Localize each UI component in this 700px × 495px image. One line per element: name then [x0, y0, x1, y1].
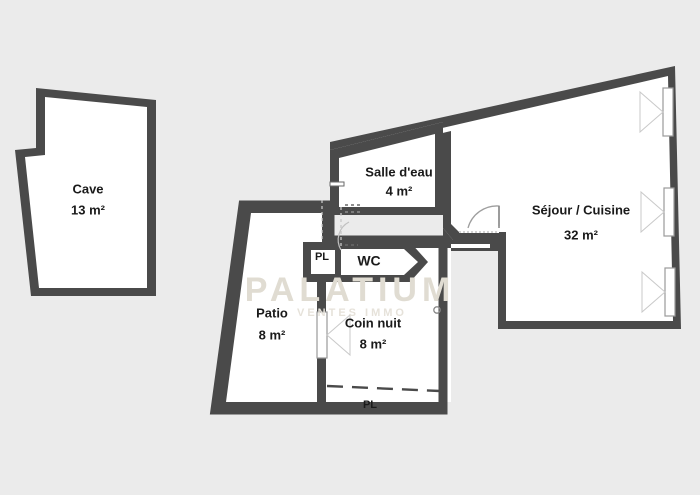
room-label-cave-area: 13 m²	[71, 202, 106, 217]
door-wc	[337, 207, 350, 251]
watermark-line1: PALATIUM	[245, 271, 456, 309]
window-sejour-3	[664, 267, 676, 317]
door-sejour-entry	[459, 205, 500, 233]
wall-patio-coinnuit	[316, 282, 351, 402]
door-sejour-opening	[459, 226, 499, 233]
room-wc	[303, 242, 428, 282]
door-sejour-swing-arc	[467, 205, 500, 229]
room-label-sejour-name: Séjour / Cuisine	[532, 202, 630, 217]
lower-block-outline	[209, 200, 448, 415]
watermark: PALATIUM VENTES IMMO	[245, 271, 456, 319]
room-label-patio-name: Patio	[256, 305, 288, 320]
pl-coin-nuit-dashed-line	[326, 384, 441, 393]
room-label-coin-nuit-name: Coin nuit	[345, 315, 402, 330]
sejour-windows	[639, 87, 676, 317]
wall-fixture-icon	[433, 306, 441, 314]
room-label-coin-nuit-area: 8 m²	[360, 336, 387, 351]
closet-label-pl-wc: PL	[315, 251, 329, 263]
room-label-patio-area: 8 m²	[259, 327, 286, 342]
lower-block-perimeter	[209, 200, 448, 415]
closet-coin-nuit	[326, 384, 441, 393]
window-sejour-2-swing	[640, 190, 665, 234]
sink-fixture-icon	[329, 181, 345, 187]
wc-pl-closet	[309, 248, 337, 276]
room-label-salle-deau-area: 4 m²	[386, 183, 413, 198]
window-sejour-2	[663, 187, 675, 237]
room-label-wc-name: WC	[357, 253, 380, 269]
door-wc-swing-arc	[337, 221, 350, 251]
window-sejour-3-swing	[641, 270, 666, 314]
window-sejour-1	[662, 87, 674, 137]
room-label-salle-deau-name: Salle d'eau	[365, 164, 432, 179]
window-sejour-1-swing	[639, 90, 664, 134]
wc-pl-divider	[336, 247, 341, 277]
room-cave	[15, 88, 156, 296]
room-salle-deau	[330, 122, 443, 215]
room-label-cave-name: Cave	[72, 181, 103, 196]
room-label-sejour-area: 32 m²	[564, 227, 599, 242]
cave-floor	[25, 97, 147, 288]
plumbing-fixtures	[321, 181, 360, 246]
watermark-line2: VENTES IMMO	[297, 307, 407, 319]
partition-opening-swing	[326, 313, 351, 357]
closet-label-pl-coin-nuit: PL	[363, 399, 377, 411]
salle-deau-floor	[339, 134, 435, 207]
